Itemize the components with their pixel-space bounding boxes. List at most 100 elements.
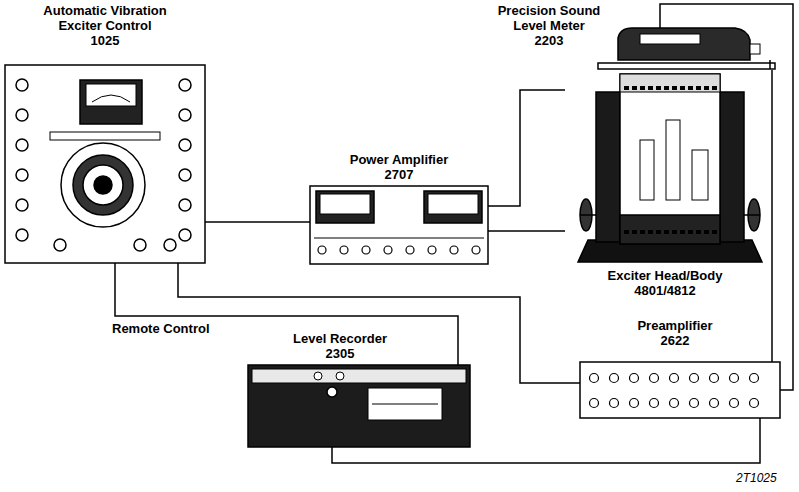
knob: [16, 79, 28, 91]
sound-level-meter-drawing: [598, 28, 775, 69]
chain-link: [624, 86, 629, 90]
preamplifier: Preamplifier2622: [580, 362, 780, 418]
knob: [670, 374, 679, 383]
knob: [710, 399, 719, 408]
exciter-drawing: [578, 74, 762, 262]
cable-label: Remote Control: [110, 321, 212, 336]
exciter: Exciter Head/Body4801/4812: [565, 72, 765, 262]
chain-link: [656, 86, 661, 90]
device-name: Precision Sound Level Meter: [493, 3, 605, 33]
chain-link: [712, 230, 717, 234]
device-heading: Precision Sound Level Meter2203: [493, 3, 605, 48]
knob: [318, 246, 326, 254]
chain-link: [632, 230, 637, 234]
knob: [179, 79, 191, 91]
knob: [179, 169, 191, 181]
device-name: Power Amplifier: [319, 152, 479, 167]
chain-link: [632, 86, 637, 90]
chain-link: [640, 86, 645, 90]
knob: [428, 246, 436, 254]
chain-link: [664, 86, 669, 90]
knob: [472, 246, 480, 254]
knob: [650, 399, 659, 408]
knob: [179, 139, 191, 151]
knob: [16, 229, 28, 241]
exciter-chain-pattern: [624, 86, 717, 234]
chain-link: [624, 230, 629, 234]
knob: [750, 374, 759, 383]
model-number: 4801/4812: [580, 283, 750, 298]
level-recorder: Level Recorder2305: [248, 365, 470, 447]
knob: [630, 374, 639, 383]
device-name: Exciter Head/Body: [580, 268, 750, 283]
cable: [488, 90, 565, 206]
chain-link: [696, 230, 701, 234]
knob: [340, 246, 348, 254]
knob: [179, 109, 191, 121]
power-amplifier: Power Amplifier2707: [310, 186, 488, 264]
power-amplifier-drawing: [310, 186, 488, 264]
device-heading: Preamplifier2622: [590, 318, 760, 348]
chain-link: [672, 86, 677, 90]
chain-link: [672, 230, 677, 234]
chain-link: [640, 230, 645, 234]
knob: [690, 374, 699, 383]
knob: [362, 246, 370, 254]
chain-link: [704, 86, 709, 90]
chain-link: [680, 230, 685, 234]
chain-link: [696, 86, 701, 90]
knob: [670, 399, 679, 408]
chain-link: [664, 230, 669, 234]
knob: [590, 374, 599, 383]
preamplifier-knobs: [590, 374, 759, 408]
knob: [710, 374, 719, 383]
cable: [115, 263, 458, 365]
figure-number: 2T1025: [736, 471, 777, 485]
knob: [730, 374, 739, 383]
knob: [610, 399, 619, 408]
knob: [54, 239, 66, 251]
model-number: 2305: [275, 346, 405, 361]
control-unit: Automatic Vibration Exciter Control1025: [5, 65, 205, 263]
knob: [16, 139, 28, 151]
chain-link: [680, 86, 685, 90]
device-name: Level Recorder: [275, 331, 405, 346]
knob: [16, 199, 28, 211]
knob: [134, 239, 146, 251]
knob: [610, 374, 619, 383]
chain-link: [688, 86, 693, 90]
knob: [16, 169, 28, 181]
amplifier-knobs: [318, 246, 480, 254]
device-name: Preamplifier: [590, 318, 760, 333]
device-heading: Power Amplifier2707: [319, 152, 479, 182]
chain-link: [648, 230, 653, 234]
model-number: 2707: [319, 167, 479, 182]
cable: [488, 230, 565, 232]
chain-link: [704, 230, 709, 234]
cable: [205, 221, 310, 223]
knob: [630, 399, 639, 408]
chain-link: [688, 230, 693, 234]
control-knobs: [16, 79, 191, 251]
chain-link: [648, 86, 653, 90]
knob: [16, 109, 28, 121]
level-recorder-drawing: [248, 365, 470, 447]
model-number: 2622: [590, 333, 760, 348]
cable: [178, 263, 580, 383]
knob: [406, 246, 414, 254]
control-unit-drawing: [5, 65, 205, 263]
knob: [164, 239, 176, 251]
knob: [690, 399, 699, 408]
device-heading: Level Recorder2305: [275, 331, 405, 361]
device-name: Automatic Vibration Exciter Control: [20, 3, 190, 33]
knob: [450, 246, 458, 254]
chain-link: [712, 86, 717, 90]
knob: [384, 246, 392, 254]
knob: [590, 399, 599, 408]
knob: [730, 399, 739, 408]
preamplifier-drawing: [580, 362, 780, 418]
cable: [771, 70, 773, 362]
knob: [179, 199, 191, 211]
